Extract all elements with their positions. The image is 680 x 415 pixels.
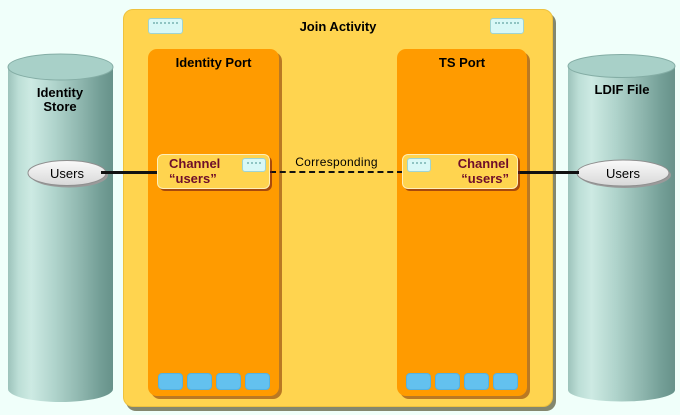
ts-port-box: TS Port [397,49,527,396]
identity-store-cylinder [7,53,114,403]
port-tab [157,373,183,390]
ldif-file-channel-link [517,171,579,174]
cylinder-top-ellipse [567,54,676,78]
connector-tab-top-right [490,18,524,34]
corresponding-label: Corresponding [295,155,378,169]
ldif-file-label-line1: LDIF File [594,82,650,97]
ts-port-title: TS Port [438,55,486,70]
users-label-left: Users [50,166,84,181]
identity-port-title: Identity Port [175,55,252,70]
identity-store-label-line2: Store [43,99,77,114]
channel-label: Channel [169,156,221,171]
identity-store-label-line1: Identity [36,85,84,100]
channel-label: Channel [457,156,509,171]
identity-port-channel-text: Channel “users” [169,156,220,186]
corresponding-dashed-link [270,171,403,173]
connector-tab-channel-right [407,158,431,172]
identity-store-label: Identity Store [10,86,110,114]
ts-port-channel-box: Channel “users” [402,154,518,189]
join-activity-box: Join Activity Identity Port TS Port [123,9,553,407]
join-activity-title: Join Activity [299,19,377,34]
identity-store-channel-link [101,171,158,174]
ts-port-channel-text: Channel “users” [458,156,509,186]
cylinder-top-ellipse [7,53,114,81]
users-label-right: Users [606,166,640,181]
port-tab [186,373,212,390]
identity-port-bottom-tabs [148,373,279,390]
port-tab [244,373,270,390]
channel-name: “users” [461,171,509,186]
ldif-file-cylinder [567,54,676,402]
identity-port-channel-box: Channel “users” [157,154,270,189]
ts-port-bottom-tabs [397,373,527,390]
identity-port-box: Identity Port [148,49,279,396]
port-tab [493,373,518,390]
port-tab [215,373,241,390]
port-tab [435,373,460,390]
connector-tab-top-left [148,18,183,34]
port-tab [406,373,431,390]
ldif-file-label: LDIF File [568,83,676,97]
channel-name: “users” [169,171,217,186]
connector-tab-channel-left [242,158,266,172]
port-tab [464,373,489,390]
